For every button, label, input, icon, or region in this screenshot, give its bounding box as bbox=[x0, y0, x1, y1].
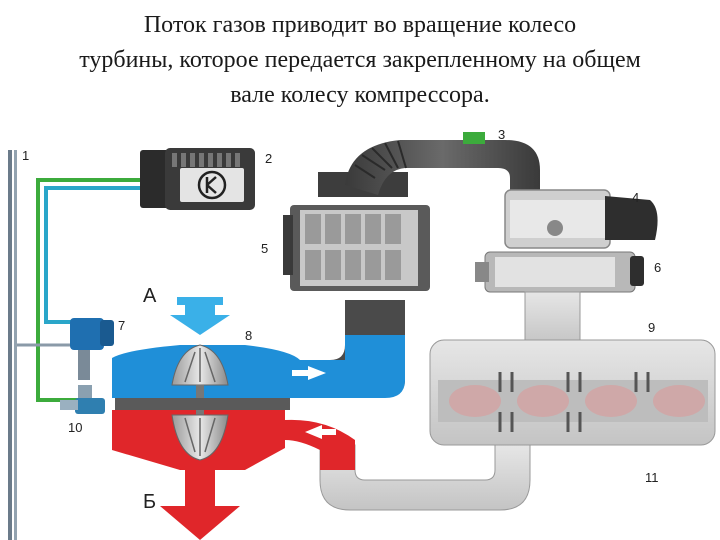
compressor-wheel bbox=[171, 344, 229, 386]
compressor-housing bbox=[112, 335, 405, 398]
intake-manifold-section bbox=[475, 251, 644, 293]
label-air-in: А bbox=[143, 285, 157, 307]
label-2: 2 bbox=[265, 151, 272, 166]
turbine-wheel bbox=[171, 414, 229, 461]
label-6: 6 bbox=[654, 260, 661, 275]
engine-block bbox=[429, 339, 716, 446]
label-8: 8 bbox=[245, 328, 252, 343]
pressure-sensor bbox=[463, 132, 485, 144]
manifold-duct bbox=[524, 291, 581, 346]
throttle-body bbox=[504, 189, 658, 249]
control-lines bbox=[17, 178, 140, 402]
bypass-valve bbox=[60, 385, 105, 414]
label-9: 9 bbox=[648, 320, 655, 335]
label-3: 3 bbox=[498, 127, 505, 142]
exhaust-outlet-arrow bbox=[160, 470, 240, 540]
label-11: 11 bbox=[645, 470, 659, 485]
label-1: 1 bbox=[22, 148, 29, 163]
caption-line-2: турбины, которое передается закрепленном… bbox=[79, 47, 641, 73]
caption-line-3: вале колесу компрессора. bbox=[230, 82, 490, 108]
air-inlet-arrow bbox=[170, 297, 230, 335]
slide-caption: Поток газов приводит во вращение колесо … bbox=[20, 8, 700, 113]
label-10: 10 bbox=[68, 420, 82, 435]
caption-line-1: Поток газов приводит во вращение колесо bbox=[143, 12, 577, 38]
corrugated-hose bbox=[345, 140, 540, 200]
center-housing bbox=[115, 398, 290, 410]
label-7: 7 bbox=[118, 318, 125, 333]
turbine-housing bbox=[112, 410, 355, 470]
wastegate-actuator bbox=[70, 318, 114, 380]
label-exhaust-out: Б bbox=[143, 491, 156, 513]
label-5: 5 bbox=[261, 241, 268, 256]
air-filter bbox=[283, 172, 430, 291]
control-unit bbox=[140, 148, 255, 210]
support-rail bbox=[8, 150, 17, 540]
label-4: 4 bbox=[632, 190, 639, 205]
